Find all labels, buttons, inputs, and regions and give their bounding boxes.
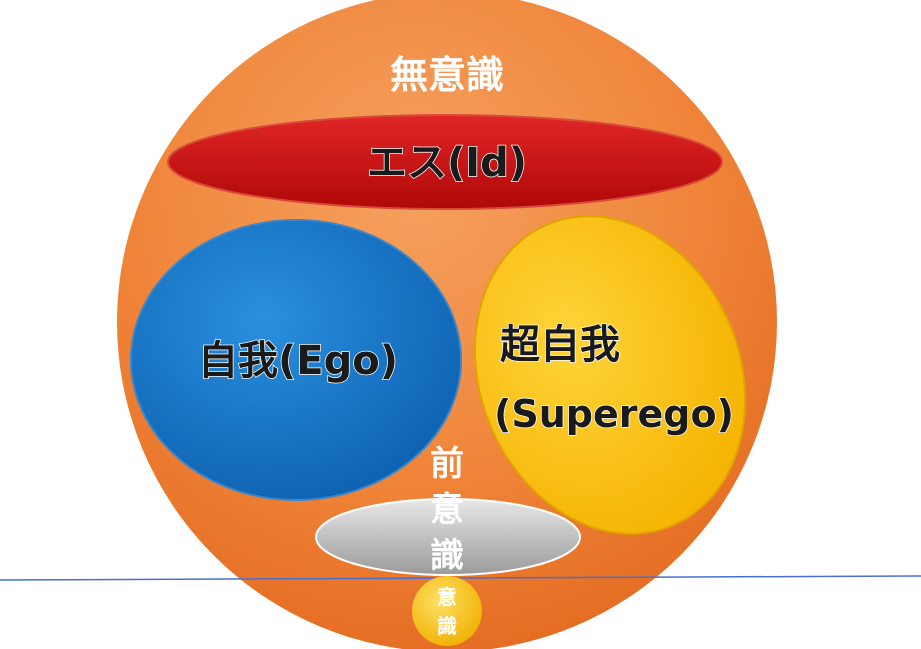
- superego-ellipse: [473, 215, 747, 535]
- conscious-label-char-2: 識: [437, 614, 457, 638]
- conscious-circle: [412, 576, 482, 646]
- ego-ellipse: [130, 219, 462, 501]
- superego-label-line1: 超自我: [500, 322, 620, 368]
- ego-label: 自我(Ego): [198, 338, 398, 384]
- preconscious-label-char-3: 識: [430, 536, 464, 576]
- preconscious-ellipse: [315, 498, 581, 576]
- id-label: エス(Id): [367, 140, 527, 186]
- preconscious-label-char-2: 意: [430, 490, 464, 530]
- preconscious-label-char-1: 前: [430, 444, 464, 484]
- id-ellipse: [167, 114, 723, 210]
- conscious-label-char-1: 意: [437, 585, 457, 609]
- unconscious-label: 無意識: [390, 53, 504, 97]
- consciousness-divider-line: [0, 575, 921, 581]
- superego-label-line2: (Superego): [494, 392, 734, 436]
